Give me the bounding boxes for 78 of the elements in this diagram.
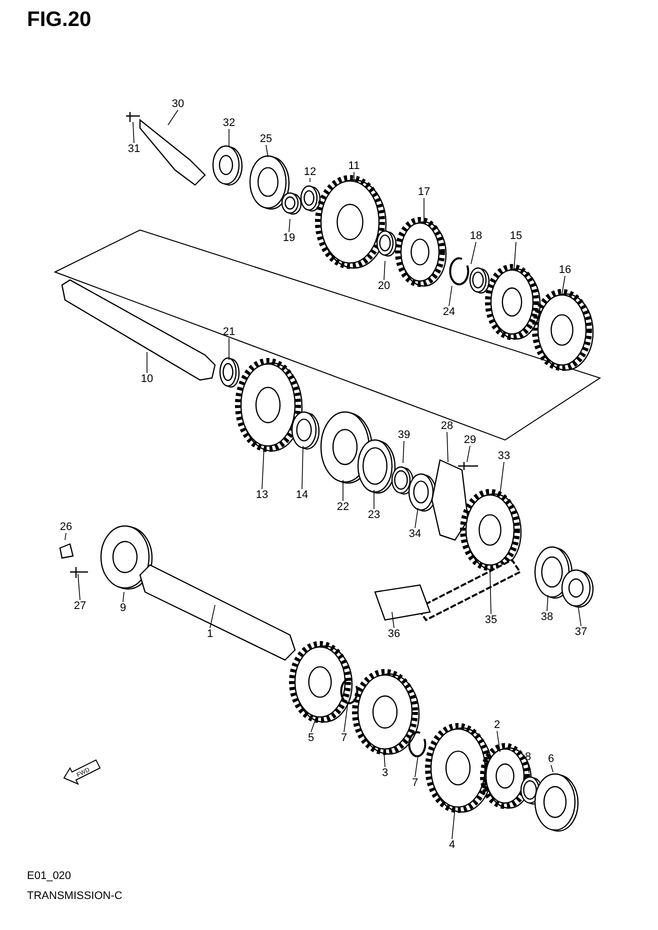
callout-number: 13 <box>254 489 270 501</box>
leader-line <box>64 532 66 540</box>
leader-line <box>288 218 290 232</box>
callout-number: 11 <box>347 160 361 172</box>
section-title: TRANSMISSION-C <box>27 890 122 902</box>
callout-number: 15 <box>508 230 524 242</box>
leader-line <box>384 752 386 768</box>
leader-line <box>562 276 566 294</box>
callout-number: 24 <box>442 306 456 318</box>
callout-number: 3 <box>380 767 390 779</box>
callout-number: 19 <box>282 232 296 244</box>
callout-number: 5 <box>306 732 316 744</box>
leader-line <box>546 594 548 612</box>
callout-number: 39 <box>396 429 412 441</box>
leader-line <box>496 730 500 752</box>
leader-line <box>446 432 448 462</box>
callout-number: 26 <box>58 521 74 533</box>
leader-line <box>392 612 394 628</box>
callout-number: 28 <box>440 420 454 432</box>
callout-number: 23 <box>366 509 382 521</box>
callout-number: 30 <box>170 98 186 110</box>
callout-number: 14 <box>294 489 310 501</box>
leader-line <box>452 808 456 840</box>
leader-line <box>168 110 178 126</box>
callout-number: 18 <box>468 230 484 242</box>
leader-line <box>402 440 404 464</box>
callout-number: 31 <box>126 143 142 155</box>
callout-number: 36 <box>386 628 402 640</box>
callout-number: 6 <box>546 753 556 765</box>
leader-line <box>344 702 348 732</box>
callout-number: 1 <box>206 628 214 640</box>
leader-line <box>266 144 268 158</box>
callout-number: 33 <box>496 450 512 462</box>
leader-line <box>146 352 148 374</box>
callout-number: 12 <box>302 166 318 178</box>
leader-line <box>228 128 230 146</box>
callout-number: 17 <box>416 186 432 198</box>
leader-line <box>414 508 418 528</box>
callout-number: 9 <box>118 602 128 614</box>
callout-number: 29 <box>462 434 478 446</box>
leader-line <box>228 338 230 360</box>
callout-number: 22 <box>336 501 350 513</box>
callout-number: 25 <box>258 133 274 145</box>
leader-line <box>122 592 124 602</box>
leader-line <box>342 480 344 502</box>
callout-number: 27 <box>72 600 88 612</box>
callout-number: 37 <box>574 626 588 638</box>
leader-line <box>448 286 452 306</box>
figure-title: FIG.20 <box>27 8 92 32</box>
leader-line <box>528 762 530 774</box>
leader-line <box>500 462 504 494</box>
leader-line <box>578 604 582 626</box>
callout-number: 7 <box>340 732 348 744</box>
drawing-code: E01_020 <box>27 870 72 882</box>
leader-line <box>132 122 134 144</box>
callout-number: 32 <box>222 117 236 129</box>
leader-line <box>466 446 470 462</box>
callout-number: 2 <box>492 719 502 731</box>
callout-number: 21 <box>222 326 236 338</box>
leader-line <box>384 260 386 280</box>
leader-line <box>414 756 418 778</box>
callout-number: 10 <box>140 373 154 385</box>
callout-number: 4 <box>448 839 456 851</box>
leader-line <box>550 764 554 772</box>
callout-number: 35 <box>484 614 498 626</box>
callout-number: 7 <box>410 777 420 789</box>
leader-line <box>310 718 316 732</box>
leader-line <box>514 242 516 270</box>
leader-line <box>262 448 264 490</box>
callout-number: 16 <box>558 264 572 276</box>
callout-number: 38 <box>540 611 554 623</box>
callout-number: 34 <box>408 528 422 540</box>
leader-line <box>210 604 216 628</box>
callout-number: 20 <box>376 280 392 292</box>
leader-line <box>302 446 304 490</box>
leader-line <box>78 574 80 600</box>
leader-line <box>470 242 476 264</box>
leader-line <box>490 570 492 614</box>
